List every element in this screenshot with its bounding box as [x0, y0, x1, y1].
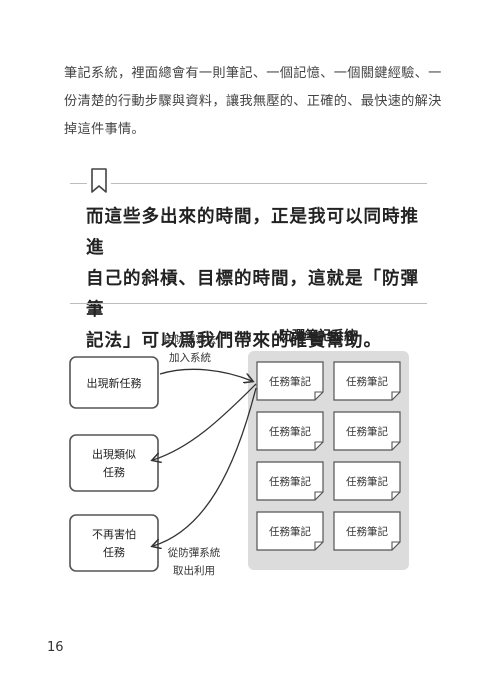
page-number: 16: [47, 640, 64, 655]
pull-quote: 而這些多出來的時間，正是我可以同時推進 自己的斜槓、目標的時間，這就是「防彈筆 …: [86, 202, 426, 357]
task-note-card: 任務筆記: [256, 361, 324, 401]
task-note-label: 任務筆記: [269, 425, 311, 438]
task-note-card: 任務筆記: [256, 511, 324, 551]
box-label: 任務: [103, 545, 125, 559]
task-note-label: 任務筆記: [269, 375, 311, 388]
task-note-card: 任務筆記: [333, 461, 401, 501]
box-label: 出現新任務: [87, 376, 142, 390]
task-note-label: 任務筆記: [346, 475, 388, 488]
arrow-in-label: 用防彈寫法: [164, 333, 217, 346]
body-paragraph: 筆記系統，裡面總會有一則筆記、一個記憶、一個關鍵經驗、一份清楚的行動步驟與資料，…: [64, 66, 442, 137]
arrow-out-label: 從防彈系統: [168, 546, 221, 559]
quote-line: 自己的斜槓、目標的時間，這就是「防彈筆: [86, 269, 419, 320]
quote-line: 而這些多出來的時間，正是我可以同時推進: [86, 207, 419, 258]
quote-line: 記法」可以爲我們帶來的確實幫助。: [86, 331, 382, 351]
task-note-card: 任務筆記: [256, 461, 324, 501]
task-note-card: 任務筆記: [333, 411, 401, 451]
box-label: 不再害怕: [92, 527, 136, 541]
arrow-similar-to-system: [153, 383, 257, 460]
task-note-label: 任務筆記: [269, 525, 311, 538]
arrow-into-system: [159, 368, 252, 381]
box-label: 出現類似: [92, 447, 136, 461]
input-box: 出現新任務: [69, 356, 159, 409]
arrow-out-of-system: [153, 387, 257, 546]
no-fear-box: 不再害怕 任務: [69, 514, 159, 572]
bookmark-icon: [87, 166, 111, 196]
quote-top-rule: [70, 183, 427, 184]
similar-task-box: 出現類似 任務: [69, 434, 159, 492]
system-title: 防彈筆記系統: [279, 328, 357, 344]
arrow-out-label: 取出利用: [173, 564, 215, 577]
task-note-label: 任務筆記: [346, 425, 388, 438]
task-note-card: 任務筆記: [333, 361, 401, 401]
box-label: 任務: [103, 465, 125, 479]
task-note-card: 任務筆記: [333, 511, 401, 551]
task-note-card: 任務筆記: [256, 411, 324, 451]
arrow-in-label: 加入系統: [169, 351, 211, 364]
task-note-label: 任務筆記: [346, 525, 388, 538]
note-grid: 任務筆記任務筆記任務筆記任務筆記任務筆記任務筆記任務筆記任務筆記: [256, 361, 401, 551]
quote-bottom-rule: [70, 303, 427, 304]
task-note-label: 任務筆記: [346, 375, 388, 388]
task-note-label: 任務筆記: [269, 475, 311, 488]
